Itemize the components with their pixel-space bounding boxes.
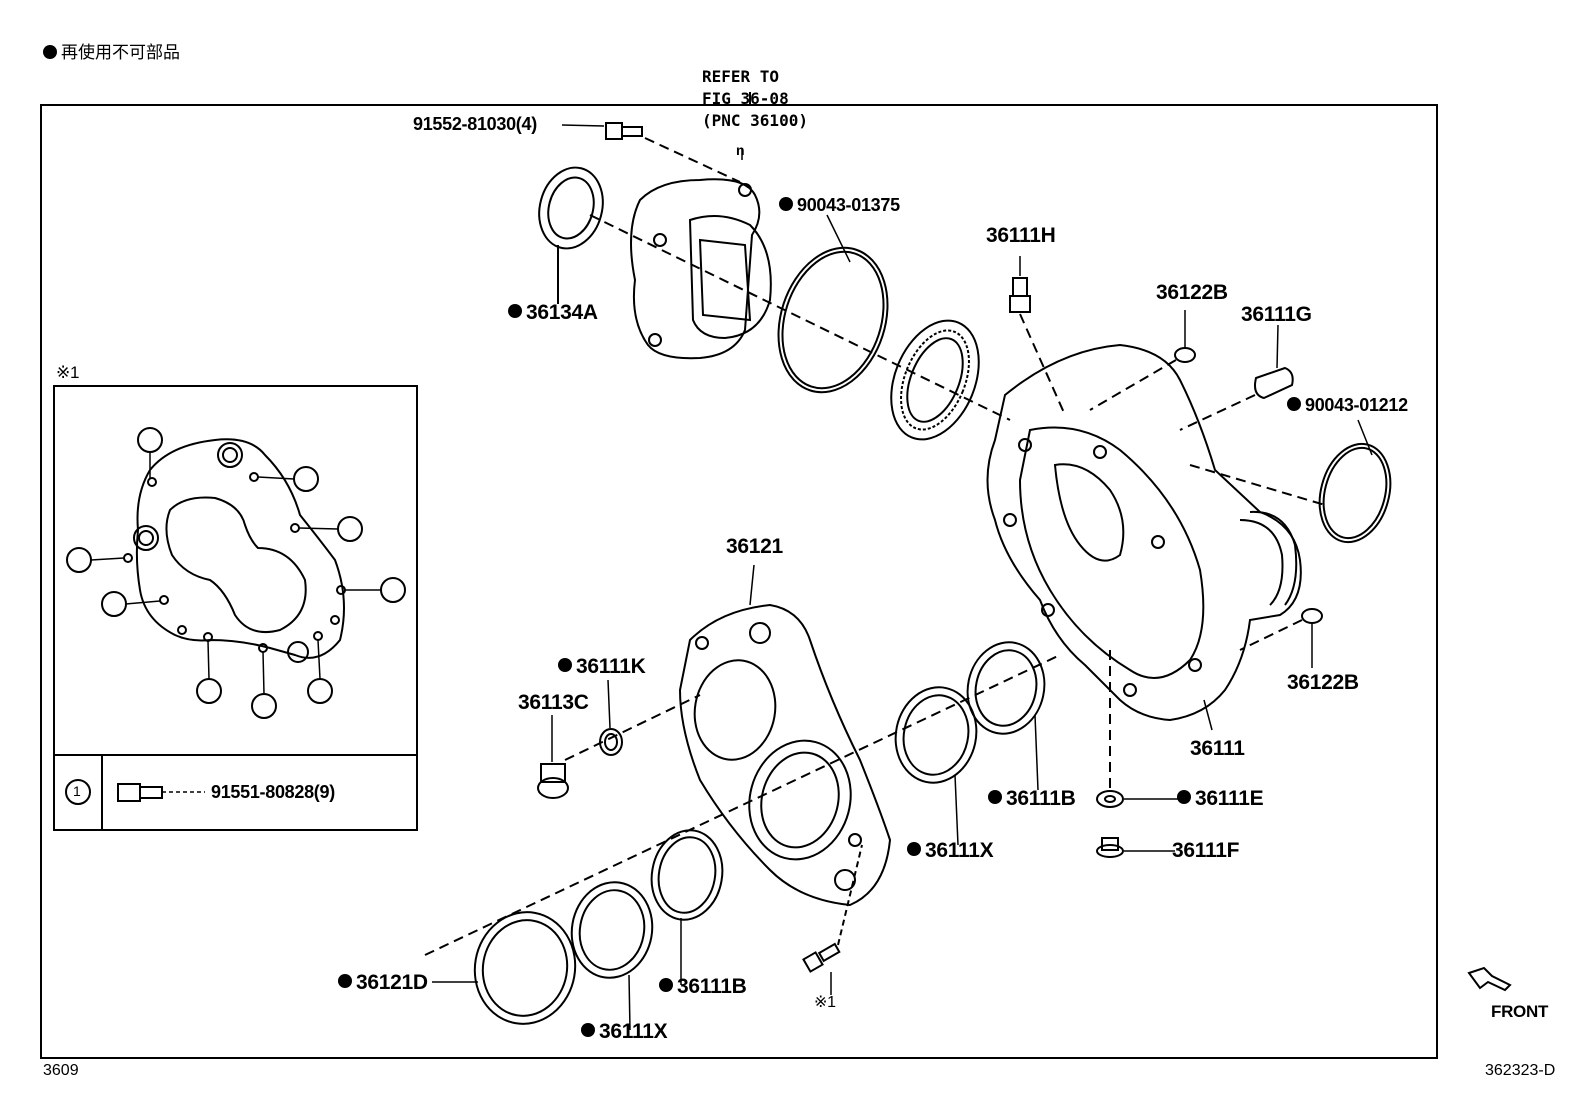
inset-callout-number: 1 <box>73 783 81 799</box>
part-36111X-mid[interactable]: 36111X <box>907 840 994 861</box>
footer-left-code: 3609 <box>43 1062 79 1079</box>
non-reusable-dot-icon <box>988 790 1002 805</box>
front-arrow-icon <box>1467 966 1512 992</box>
inset-part-91551[interactable]: 91551-80828(9) <box>211 782 335 802</box>
case-36111-drawing <box>986 343 1302 731</box>
tone-wheel-drawing <box>890 319 980 441</box>
part-36134A[interactable]: 36134A <box>508 302 598 323</box>
front-label: FRONT <box>1491 1002 1549 1021</box>
bearing-races-low-drawing <box>432 829 724 1031</box>
drain-plug-drawing <box>1096 650 1180 858</box>
part-36121[interactable]: 36121 <box>726 535 783 558</box>
non-reusable-dot-icon <box>779 197 793 212</box>
bearing-races-mid-drawing <box>894 641 1046 846</box>
non-reusable-dot-icon <box>1177 790 1191 805</box>
inset-title: ※1 <box>56 363 80 382</box>
plug-36111G-drawing <box>1179 324 1294 431</box>
inset-plate-drawing <box>65 427 406 805</box>
part-36111F[interactable]: 36111F <box>1172 839 1240 862</box>
part-36111[interactable]: 36111 <box>1190 737 1245 760</box>
part-90043-01212[interactable]: 90043-01212 <box>1287 396 1408 414</box>
footer-right-code: 362323-D <box>1485 1062 1556 1079</box>
part-36121D[interactable]: 36121D <box>338 972 428 993</box>
marker-n: n <box>736 142 745 158</box>
non-reusable-dot-icon <box>508 304 522 319</box>
oring-01212-drawing <box>1318 419 1392 544</box>
pin-36122B-top-drawing <box>1089 310 1196 411</box>
oring-01375-drawing <box>777 214 889 394</box>
inset-frame <box>53 385 418 831</box>
non-reusable-dot-icon <box>1287 397 1301 412</box>
non-reusable-dot-icon <box>558 658 572 673</box>
part-36113C[interactable]: 36113C <box>518 691 589 714</box>
part-36111B-mid[interactable]: 36111B <box>988 788 1076 809</box>
part-36111K[interactable]: 36111K <box>558 656 646 677</box>
part-91552[interactable]: 91552-81030(4) <box>413 114 537 134</box>
non-reusable-dot-icon <box>659 978 673 993</box>
plug-36113C-drawing <box>537 679 623 799</box>
seal-36134A-drawing <box>538 166 604 304</box>
non-reusable-dot-icon <box>581 1023 595 1038</box>
non-reusable-dot-icon <box>43 44 57 59</box>
part-36111E[interactable]: 36111E <box>1177 788 1264 809</box>
part-36122B-top[interactable]: 36122B <box>1156 281 1228 304</box>
non-reusable-dot-icon <box>907 842 921 857</box>
pin-36122B-bottom-drawing <box>1239 608 1323 668</box>
non-reusable-dot-icon <box>338 974 352 989</box>
part-36122B-bottom[interactable]: 36122B <box>1287 671 1359 694</box>
cover-36121-drawing <box>678 564 892 907</box>
flange-housing-drawing <box>630 148 772 360</box>
bolt-91552-drawing <box>561 122 741 183</box>
bolt-note1-drawing <box>802 844 863 995</box>
part-36111H[interactable]: 36111H <box>986 224 1056 247</box>
part-36111B-low[interactable]: 36111B <box>659 976 747 997</box>
note-1-label: ※1 <box>814 994 836 1011</box>
sensor-36111H-drawing <box>1009 256 1066 416</box>
main-frame <box>40 104 1438 1059</box>
part-36111G[interactable]: 36111G <box>1241 303 1312 326</box>
part-36111X-low[interactable]: 36111X <box>581 1021 668 1042</box>
part-90043-01375[interactable]: 90043-01375 <box>779 196 900 214</box>
legend: 再使用不可部品 <box>43 38 180 63</box>
